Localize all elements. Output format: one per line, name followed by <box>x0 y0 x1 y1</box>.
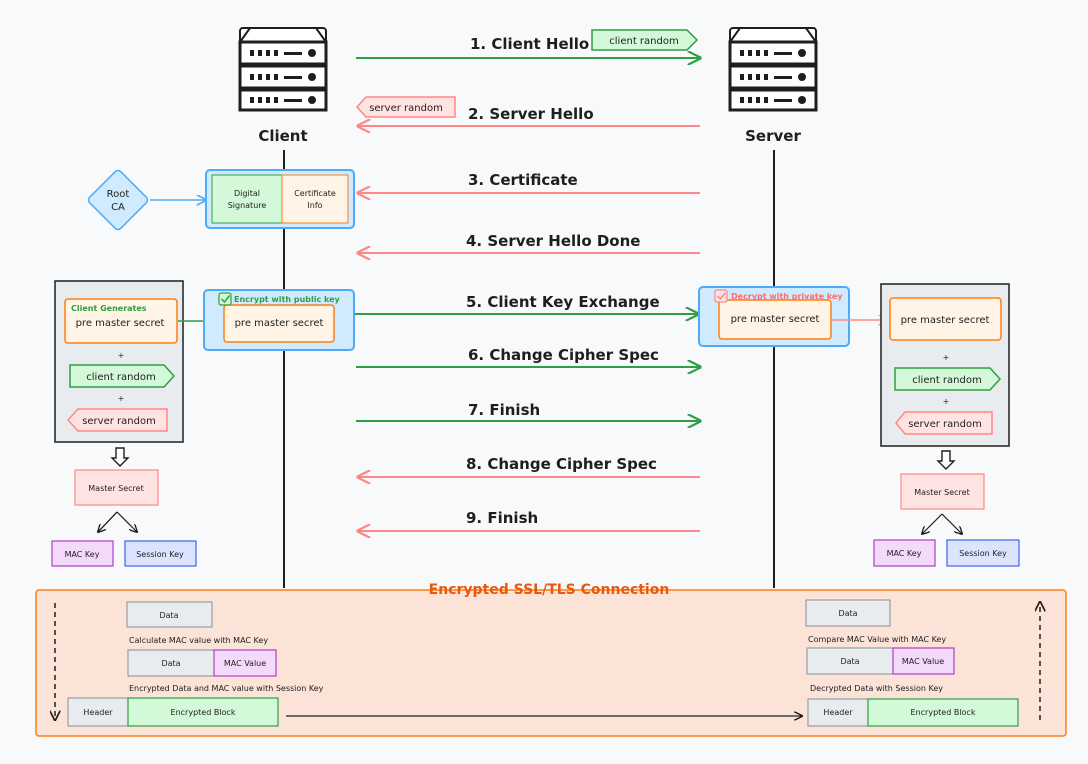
sender-data-text: Data <box>159 611 178 620</box>
step-change-cipher-spec-server: 8. Change Cipher Spec <box>466 455 657 473</box>
server-random-tag-server <box>895 411 993 435</box>
server-generation-panel: pre master secret + client random + serv… <box>880 283 1010 447</box>
step-certificate: 3. Certificate <box>468 171 578 189</box>
client-mac-key-text: MAC Key <box>65 550 100 559</box>
digital-signature-line1: Digital <box>234 189 260 198</box>
client-down-arrow-icon <box>110 447 130 467</box>
encrypt-box: Encrypt with public key pre master secre… <box>203 289 355 351</box>
sender-data2-text: Data <box>161 659 180 668</box>
server-plus-2: + <box>943 397 950 406</box>
client-random-tag-server <box>894 367 1002 391</box>
sender-header-text: Header <box>83 708 113 717</box>
encrypt-label: Encrypt with public key <box>234 295 341 304</box>
digital-signature-line2: Signature <box>228 201 267 210</box>
sender-packet: Header Encrypted Block <box>67 697 279 727</box>
step-client-hello: 1. Client Hello <box>470 35 589 53</box>
client-session-key: Session Key <box>124 540 197 567</box>
server-pms-text: pre master secret <box>901 315 990 326</box>
receiver-encrypted-block-text: Encrypted Block <box>911 708 976 717</box>
receiver-packet: Header Encrypted Block <box>807 698 1019 727</box>
step-change-cipher-spec-client: 6. Change Cipher Spec <box>468 346 659 364</box>
client-server-icon <box>238 27 328 112</box>
client-random-tag-text: client random <box>609 36 678 47</box>
encrypt-check-icon <box>218 292 232 306</box>
client-master-secret-text: Master Secret <box>88 484 143 493</box>
server-session-key: Session Key <box>946 539 1020 567</box>
decrypt-box: Decrypt with private key pre master secr… <box>698 286 850 347</box>
server-split-right <box>941 513 962 534</box>
client-label: Client <box>258 127 307 145</box>
decrypt-label: Decrypt with private key <box>731 292 843 301</box>
sender-mac-value-text: MAC Value <box>224 659 266 668</box>
client-random-text-client: client random <box>86 372 155 383</box>
client-split-left <box>98 511 118 532</box>
compare-mac-text: Compare MAC Value with MAC Key <box>808 635 946 644</box>
client-master-secret: Master Secret <box>74 469 159 506</box>
client-pms-text: pre master secret <box>76 318 165 329</box>
sender-data-box: Data <box>126 601 213 628</box>
sender-encrypted-block-text: Encrypted Block <box>171 708 236 717</box>
root-ca: Root CA <box>87 169 149 231</box>
receiver-data-mac-row: Data MAC Value <box>806 647 955 675</box>
root-ca-line1: Root <box>107 189 130 200</box>
decrypt-pms-text: pre master secret <box>731 314 820 325</box>
server-random-text-server: server random <box>908 419 982 430</box>
server-plus-1: + <box>943 353 950 362</box>
server-random-tag-hello: server random <box>355 96 456 118</box>
handshake-messages: 1. Client Hello 2. Server Hello 3. Certi… <box>354 35 700 531</box>
step-server-hello: 2. Server Hello <box>468 105 594 123</box>
decrypted-desc-text: Decrypted Data with Session Key <box>810 684 943 693</box>
client-random-tag-hello: client random <box>591 29 699 51</box>
root-ca-line2: CA <box>111 202 125 213</box>
receiver-data-text: Data <box>838 609 857 618</box>
client-random-tag-client <box>69 364 176 388</box>
client-mac-key: MAC Key <box>51 540 114 567</box>
step-finish-server: 9. Finish <box>466 509 538 527</box>
server-random-tag-client <box>66 408 168 432</box>
client-key-split-arrows <box>97 511 137 532</box>
server-down-arrow-icon <box>936 450 956 470</box>
server-random-tag-text: server random <box>369 103 443 114</box>
step-finish-client: 7. Finish <box>468 401 540 419</box>
client-random-text-server: client random <box>912 375 981 386</box>
server-split-left <box>922 513 943 534</box>
server-random-text-client: server random <box>82 416 156 427</box>
receiver-mac-value-text: MAC Value <box>902 657 944 666</box>
server-label: Server <box>745 127 801 145</box>
client-generates-label: Client Generates <box>71 304 147 313</box>
server-mac-key-text: MAC Key <box>887 549 922 558</box>
server-mac-key: MAC Key <box>873 539 936 567</box>
client-plus-1: + <box>118 351 125 360</box>
decrypt-check-icon <box>714 289 728 303</box>
certificate-info-line1: Certificate <box>294 189 336 198</box>
calc-mac-text: Calculate MAC value with MAC Key <box>129 636 268 645</box>
sender-data-mac-row: Data MAC Value <box>127 649 277 677</box>
server-server-icon <box>728 27 818 112</box>
receiver-data2-text: Data <box>840 657 859 666</box>
receiver-data-box: Data <box>805 599 891 627</box>
step-server-hello-done: 4. Server Hello Done <box>466 232 640 250</box>
receiver-header-text: Header <box>823 708 853 717</box>
client-plus-2: + <box>118 394 125 403</box>
certificate-info-line2: Info <box>307 201 322 210</box>
encrypted-connection-title: Encrypted SSL/TLS Connection <box>429 582 670 598</box>
certificate-box: Digital Signature Certificate Info <box>205 169 355 229</box>
server-master-secret: Master Secret <box>900 473 985 510</box>
client-session-key-text: Session Key <box>136 550 184 559</box>
server-session-key-text: Session Key <box>959 549 1007 558</box>
step-client-key-exchange: 5. Client Key Exchange <box>466 293 660 311</box>
encrypted-desc-text: Encrypted Data and MAC value with Sessio… <box>129 684 324 693</box>
client-generation-panel: Client Generates pre master secret + cli… <box>54 280 184 443</box>
encrypt-pms-text: pre master secret <box>235 318 324 329</box>
server-master-secret-text: Master Secret <box>914 488 969 497</box>
